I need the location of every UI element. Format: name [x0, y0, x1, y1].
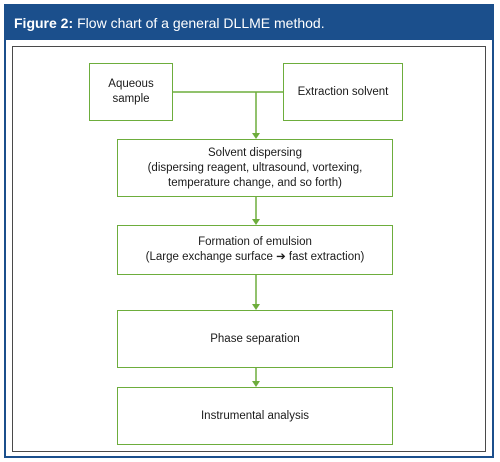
step-1-detail-line-2: temperature change, and so forth) — [168, 176, 342, 189]
step-phase-separation-box: Phase separation — [117, 310, 393, 368]
step-1-detail-line-1: (dispersing reagent, ultrasound, vortexi… — [147, 161, 363, 174]
step-solvent-dispersing-box: Solvent dispersing (dispersing reagent, … — [117, 139, 393, 197]
arrowhead-step-4 — [252, 381, 260, 387]
arrowhead-step-2 — [252, 219, 260, 225]
extraction-solvent-box: Extraction solvent — [283, 63, 403, 121]
step-formation-of-emulsion-box: Formation of emulsion (Large exchange su… — [117, 225, 393, 275]
aqueous-sample-label: Aqueous sample — [108, 78, 154, 105]
arrowhead-step-1 — [252, 133, 260, 139]
step-2-title: Formation of emulsion — [198, 236, 312, 248]
aqueous-sample-box: Aqueous sample — [89, 63, 173, 121]
figure-label: Figure 2: — [14, 15, 74, 31]
flowchart-connectors — [173, 91, 283, 387]
figure-caption: Flow chart of a general DLLME method. — [77, 15, 325, 31]
arrowhead-step-3 — [252, 304, 260, 310]
step-2-detail-line-1: (Large exchange surface ➔ fast extractio… — [145, 251, 365, 263]
figure-header: Figure 2:Flow chart of a general DLLME m… — [6, 6, 492, 40]
extraction-solvent-label: Extraction solvent — [297, 85, 389, 98]
step-instrumental-analysis-box: Instrumental analysis — [117, 387, 393, 445]
step-4-title: Instrumental analysis — [200, 409, 310, 422]
figure-frame: Figure 2:Flow chart of a general DLLME m… — [4, 4, 494, 458]
step-1-title: Solvent dispersing — [208, 146, 302, 159]
flowchart-canvas: Aqueous sample Extraction solvent Solven… — [12, 46, 486, 452]
step-3-title: Phase separation — [210, 332, 300, 345]
